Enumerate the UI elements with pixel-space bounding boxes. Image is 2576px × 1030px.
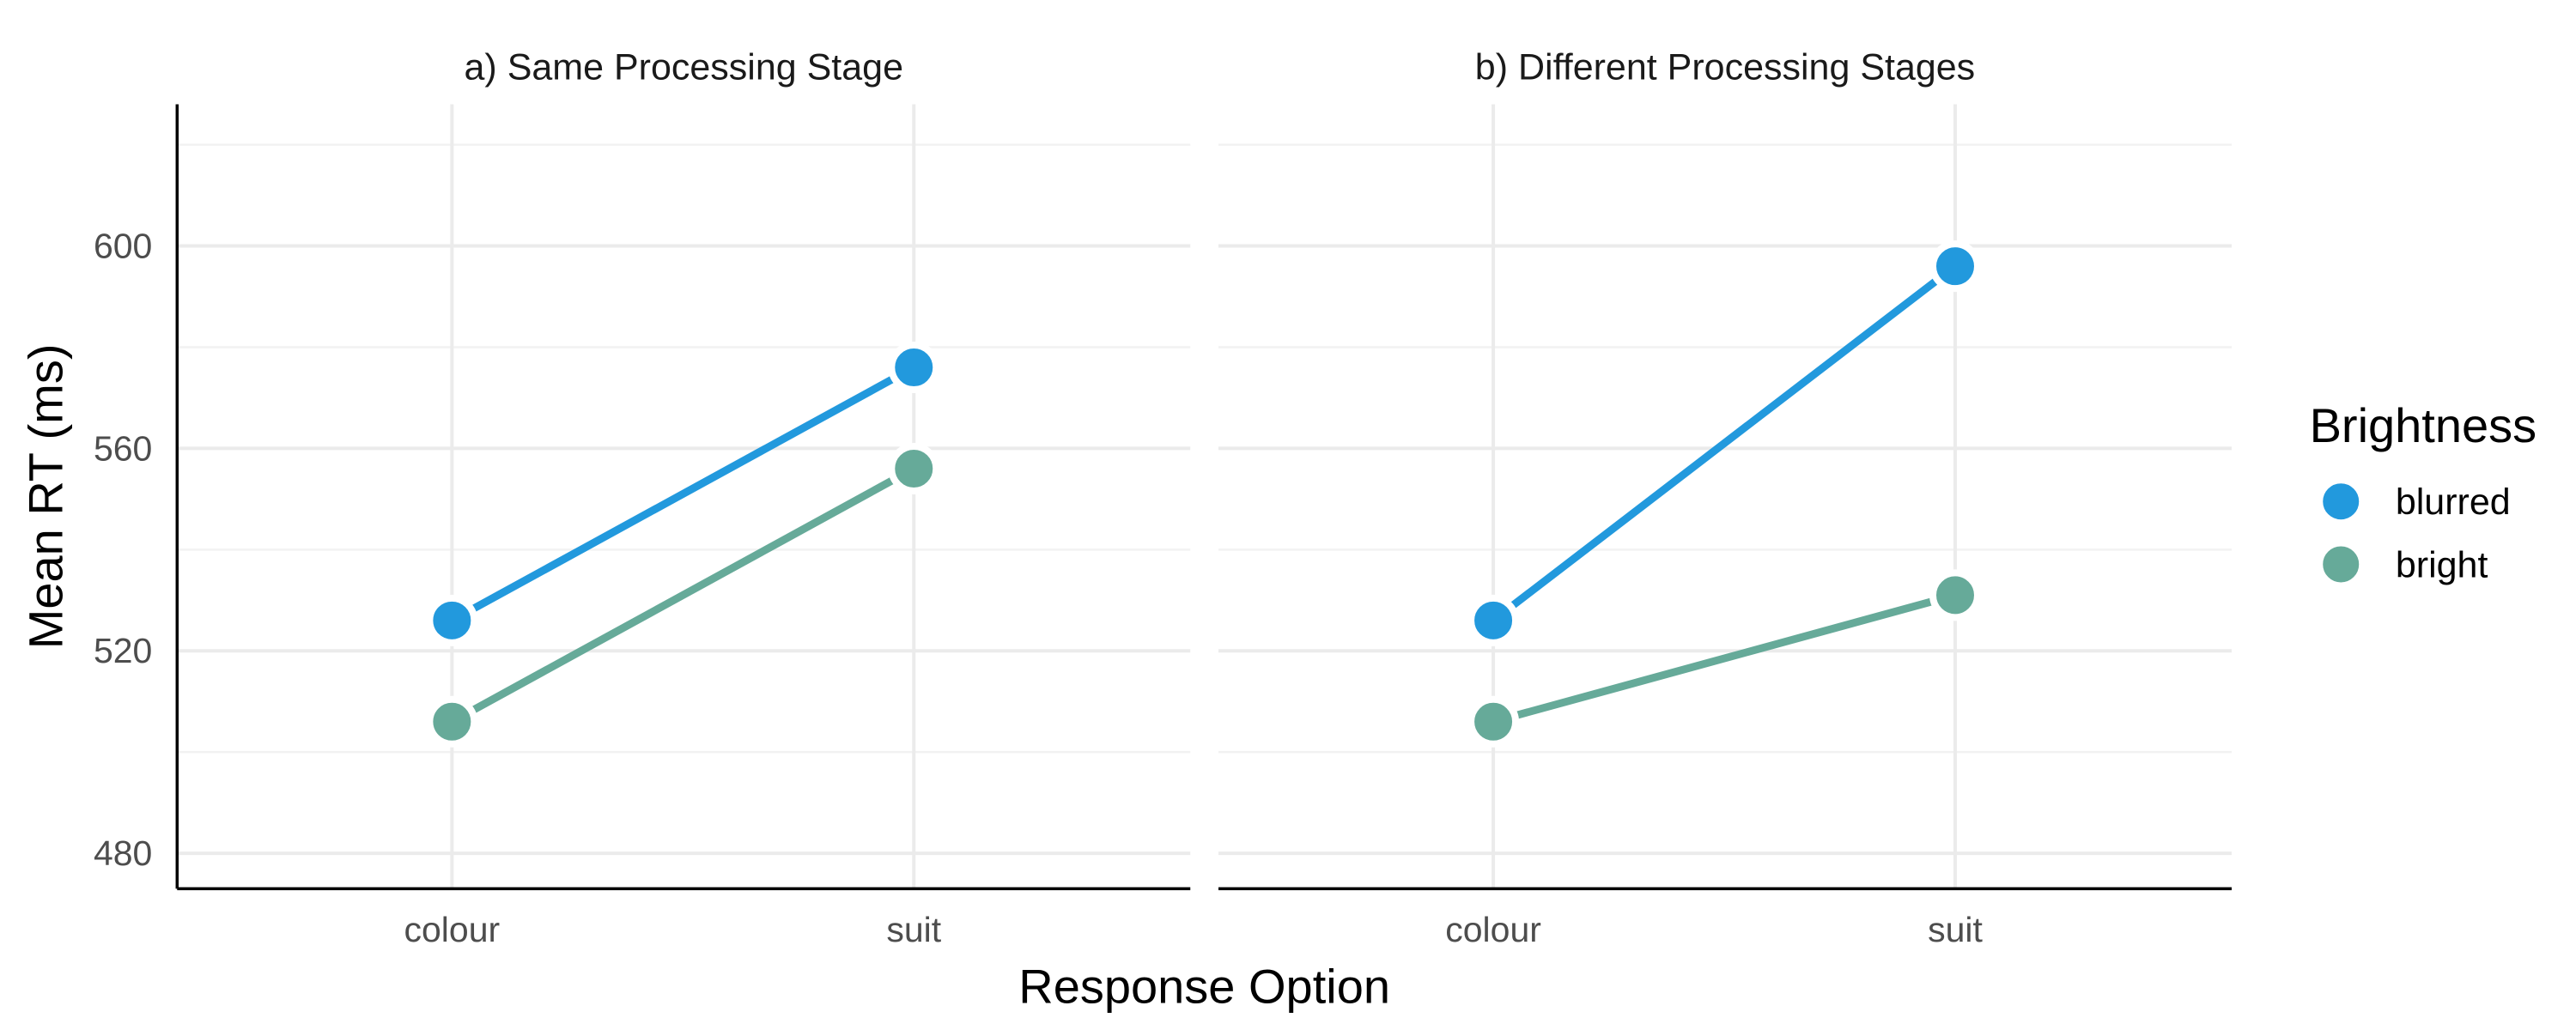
panel-b-minor-gridlines — [1218, 143, 2232, 754]
panel-a-x-tick-label-suit: suit — [886, 910, 941, 949]
y-axis-title: Mean RT (ms) — [19, 344, 73, 650]
y-tick-label-520: 520 — [94, 631, 152, 670]
legend: Brightness blurred bright — [2310, 398, 2537, 588]
legend-key-bright — [2318, 541, 2365, 588]
point-bright-suit — [1929, 569, 1981, 621]
y-tick-label-560: 560 — [94, 428, 152, 468]
legend-key-blurred — [2318, 478, 2365, 525]
point-bright-colour — [1467, 695, 1520, 748]
panel-b-major-gridlines — [1218, 104, 2232, 889]
point-bright-suit — [888, 442, 940, 494]
series-points — [426, 342, 940, 748]
legend-label-bright: bright — [2396, 544, 2488, 585]
x-axis-title: Response Option — [1018, 959, 1390, 1013]
panel-a-title: a) Same Processing Stage — [465, 47, 904, 88]
y-tick-label-600: 600 — [94, 227, 152, 266]
panel-a-y-ticks: 480 520 560 600 — [94, 227, 152, 874]
panel-a-major-gridlines — [177, 104, 1191, 889]
panel-a: a) Same Processing Stage colour suit 480… — [94, 47, 1191, 949]
point-blurred-suit — [888, 342, 940, 394]
point-blurred-suit — [1929, 240, 1981, 293]
series-line-blurred — [450, 364, 916, 624]
panel-b: b) Different Processing Stages colour su… — [1218, 47, 2232, 949]
panel-b-x-tick-label-colour: colour — [1445, 910, 1541, 949]
panel-b-title: b) Different Processing Stages — [1475, 47, 1975, 88]
panel-b-series — [1467, 240, 1981, 748]
series-line-bright — [1492, 591, 1957, 726]
panel-b-x-tick-label-suit: suit — [1928, 910, 1983, 949]
series-lines — [450, 364, 916, 725]
series-line-bright — [450, 465, 916, 725]
legend-label-blurred: blurred — [2396, 482, 2511, 523]
panel-a-series — [426, 342, 940, 748]
point-bright-colour — [426, 695, 478, 748]
panel-a-minor-gridlines — [177, 143, 1191, 754]
series-points — [1467, 240, 1981, 748]
series-lines — [1491, 263, 1958, 726]
point-blurred-colour — [1467, 594, 1520, 646]
panel-a-x-tick-label-colour: colour — [404, 910, 501, 949]
legend-title: Brightness — [2310, 398, 2537, 452]
series-line-blurred — [1491, 263, 1958, 624]
y-tick-label-480: 480 — [94, 833, 152, 873]
point-blurred-colour — [426, 594, 478, 646]
